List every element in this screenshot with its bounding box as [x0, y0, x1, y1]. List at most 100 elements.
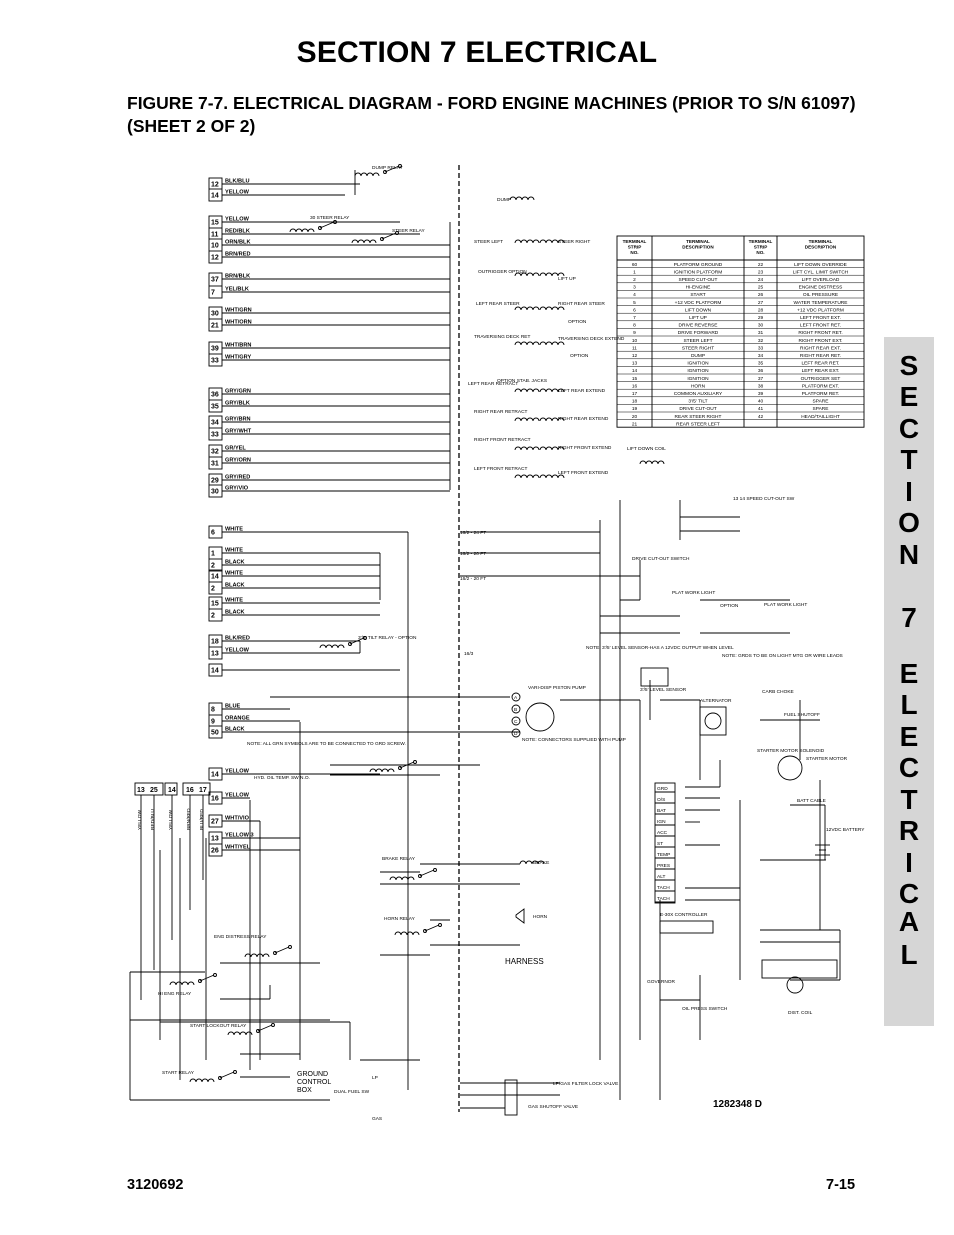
connector-pin — [511, 692, 521, 702]
wire-label: WHT/GRN — [225, 308, 252, 314]
table-cell: COMMON AUXILIARY — [674, 391, 723, 397]
coil-symbol — [514, 341, 540, 346]
terminal-number: 16 — [211, 796, 219, 803]
component-label: BRAKE RELAY — [382, 856, 416, 862]
controller-pin-label: GRD — [657, 786, 668, 792]
wire-label: RED/BLK — [225, 229, 250, 235]
terminal-number: 15 — [211, 220, 219, 227]
terminal-number: 35 — [211, 404, 219, 411]
wire-label: GRY/VIO — [225, 486, 249, 492]
wire-label: BLUE — [225, 704, 240, 710]
figure-title: FIGURE 7-7. ELECTRICAL DIAGRAM - FORD EN… — [127, 93, 856, 136]
component-label: 16/2 - 20 FT — [460, 551, 486, 557]
terminal-number: 33 — [211, 432, 219, 439]
side-tab-letter: E — [899, 658, 919, 689]
coil-symbol — [514, 239, 540, 244]
relay-terminal — [398, 766, 402, 770]
component-label: 3'/5' TILT RELAY - OPTION — [358, 635, 417, 641]
terminal-number: 18 — [211, 639, 219, 646]
component-label: HORN — [533, 914, 548, 920]
coil-symbol — [389, 876, 415, 881]
table-cell: 1 — [633, 269, 636, 275]
terminal-number: 13 — [211, 836, 219, 843]
table-header: STRIP — [628, 245, 642, 250]
component-label: LIFT UP — [558, 276, 576, 282]
terminal-block — [208, 215, 223, 264]
relay-contact — [319, 221, 335, 229]
relay-contact — [419, 869, 435, 877]
terminal-number: 14 — [211, 772, 219, 779]
component-label: NOTE: CONNECTORS SUPPLIED WITH PUMP — [522, 737, 626, 743]
table-cell: STEER LEFT — [683, 338, 712, 344]
coil-symbol — [169, 981, 195, 986]
component-label: NOTE: ALL GRN SYMBOLS ARE TO BE CONNECTE… — [247, 741, 406, 747]
table-cell: 15 — [632, 376, 638, 382]
relay-contact — [199, 974, 215, 982]
terminal-block — [208, 177, 223, 202]
component-label: 13 14 SPEED CUT-OUT SW — [733, 496, 795, 502]
controller-pin-label: BAT — [657, 808, 666, 814]
table-cell: DRIVE REVERSE — [679, 323, 718, 329]
coil-symbol — [227, 1031, 253, 1036]
coil-symbol — [351, 239, 377, 244]
table-cell: IGNITION PLATFORM — [674, 269, 722, 275]
horn-symbol — [515, 908, 525, 924]
component-label: LEFT FRONT EXTEND — [558, 470, 609, 476]
side-tab-letter: L — [900, 939, 918, 970]
side-tab-letter: C — [898, 878, 920, 909]
table-cell: 38 — [758, 383, 764, 389]
table-cell: 28 — [758, 307, 764, 313]
harness-label: HARNESS — [505, 957, 544, 966]
controller-pin-label: ST — [657, 841, 663, 847]
coil-symbol — [394, 931, 420, 936]
terminal-number: 36 — [211, 392, 219, 399]
coil-symbol — [509, 196, 535, 201]
component-label: RIGHT REAR STEER — [558, 301, 605, 307]
component-label: 30 STEER RELAY — [310, 215, 350, 221]
component-label: RIGHT FRONT RETRACT — [474, 437, 531, 443]
relay-contact — [274, 946, 290, 954]
relay-terminal — [348, 642, 352, 646]
table-cell: PLATFORM GROUND — [674, 262, 723, 268]
side-tab-letter: A — [898, 906, 920, 937]
table-cell: 25 — [758, 285, 764, 291]
drawing-number: 1282348 D — [713, 1099, 762, 1110]
table-cell: 20 — [632, 414, 638, 420]
table-cell: DRIVE FORWARD — [678, 330, 719, 336]
table-cell: PLATFORM RET. — [802, 391, 840, 397]
wire-label: GR/YEL — [225, 446, 246, 452]
terminal-number: 2 — [211, 613, 215, 620]
terminal-number: 8 — [211, 707, 215, 714]
table-cell: 2 — [633, 277, 636, 283]
side-tab-letter: E — [899, 721, 919, 752]
table-cell: 34 — [758, 353, 764, 359]
table-cell: LIFT CYL. LIMIT SWITCH — [793, 269, 849, 275]
table-cell: 36 — [758, 368, 764, 374]
component-label: OPTION — [568, 319, 587, 325]
table-cell: START — [690, 292, 705, 298]
component-label: OPTION — [720, 603, 739, 609]
relay-contact — [384, 165, 400, 173]
table-cell: LIFT DOWN — [685, 307, 712, 313]
terminal-number: 25 — [150, 787, 158, 794]
component-label: LEFT REAR RETRACT — [468, 381, 518, 387]
coil-symbol — [539, 272, 565, 277]
component-label: LEFT REAR STEER — [476, 301, 520, 307]
table-cell: ENGINE DISTRESS — [799, 285, 843, 291]
relay-terminal — [273, 951, 277, 955]
relay-terminal — [395, 231, 399, 235]
table-cell: 21 — [632, 421, 638, 427]
table-cell: 27 — [758, 300, 764, 306]
lp-gas-valve-block — [504, 1079, 518, 1116]
wire-label: BLACK — [225, 610, 245, 616]
component-label: BRAKE — [533, 860, 549, 866]
table-cell: OIL PRESSURE — [803, 292, 838, 298]
relay-contact — [399, 761, 415, 769]
table-cell: 12 — [632, 353, 638, 359]
table-header: STRIP — [754, 245, 768, 250]
component-label: PLAT WORK LIGHT — [672, 590, 715, 596]
pump-symbol — [525, 702, 555, 732]
alternator-symbol — [704, 712, 722, 730]
table-cell: 30 — [758, 323, 764, 329]
table-cell: 42 — [758, 414, 764, 420]
